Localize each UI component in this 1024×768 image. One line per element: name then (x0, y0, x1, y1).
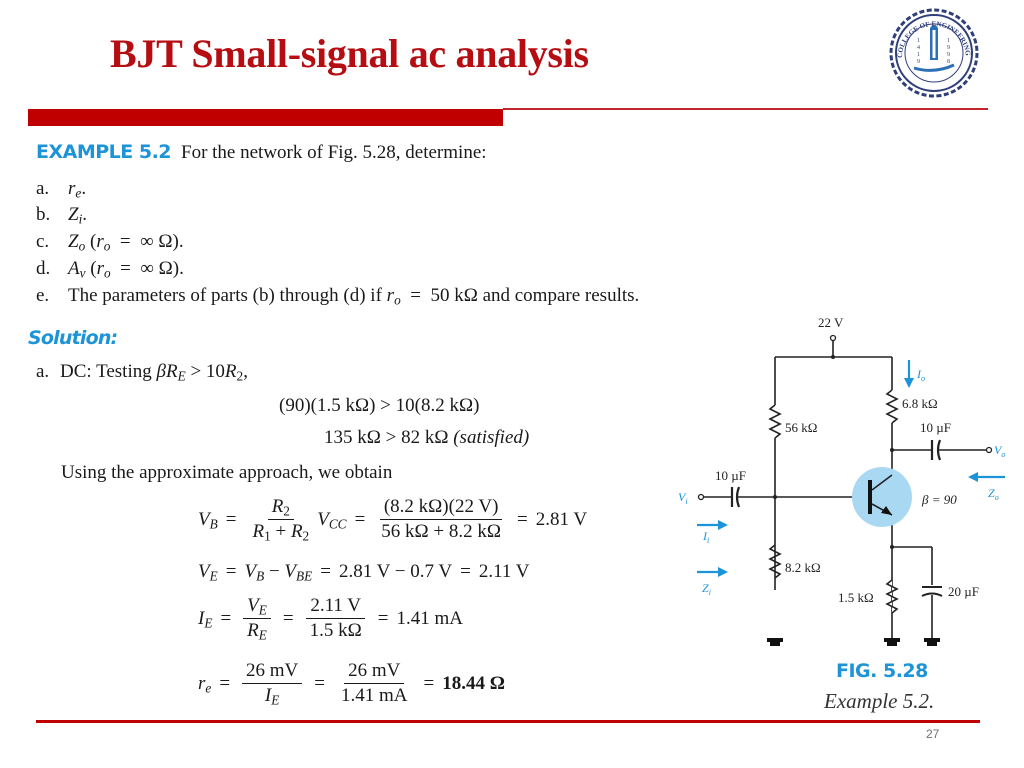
svg-text:10 µF: 10 µF (920, 420, 951, 435)
footer-rule (36, 720, 980, 723)
college-logo: 1 4 1 9 1 9 9 8 COLLEGE OF ENGINEERING (887, 8, 982, 98)
svg-text:Zi: Zi (702, 581, 711, 597)
svg-text:Vo: Vo (994, 443, 1005, 459)
svg-text:Io: Io (916, 367, 925, 383)
header-rule-thin (503, 108, 988, 110)
check-line-2: 135 kΩ > 82 kΩ (satisfied) (324, 427, 530, 448)
example-label: EXAMPLE 5.2 (36, 141, 172, 163)
page-number: 27 (926, 727, 940, 741)
check-line-1: (90)(1.5 kΩ) > 10(8.2 kΩ) (279, 395, 480, 416)
svg-text:β = 90: β = 90 (921, 492, 957, 507)
svg-text:4: 4 (917, 45, 920, 51)
svg-text:Ii: Ii (702, 529, 709, 545)
example-item-c: c.Zo (ro = ∞ Ω). (36, 231, 184, 254)
transistor-highlight (852, 467, 912, 527)
svg-text:10 µF: 10 µF (715, 468, 746, 483)
figure-label: FIG. 5.28 (836, 660, 928, 682)
svg-text:Vi: Vi (678, 490, 688, 506)
figure-caption: Example 5.2. (824, 689, 935, 713)
header-rule-thick (28, 109, 503, 126)
svg-text:8.2 kΩ: 8.2 kΩ (785, 560, 821, 575)
approach-text: Using the approximate approach, we obtai… (61, 462, 393, 483)
svg-text:1.5 kΩ: 1.5 kΩ (838, 590, 874, 605)
example-item-a: a.re. (36, 178, 87, 201)
svg-text:Zo: Zo (988, 486, 999, 502)
example-item-d: d.Av (ro = ∞ Ω). (36, 258, 184, 281)
svg-text:9: 9 (917, 59, 920, 65)
svg-text:8: 8 (947, 59, 950, 65)
svg-text:22 V: 22 V (818, 315, 844, 330)
svg-text:20 µF: 20 µF (948, 584, 979, 599)
example-item-b: b.Zi. (36, 204, 88, 227)
circuit-diagram: 22 V 56 kΩ 8.2 kΩ 6.8 kΩ 1.5 kΩ 10 µF 10… (678, 315, 1005, 646)
slide-title: BJT Small-signal ac analysis (110, 31, 589, 76)
svg-text:6.8 kΩ: 6.8 kΩ (902, 396, 938, 411)
ground-icon (767, 638, 940, 646)
example-prompt: For the network of Fig. 5.28, determine: (181, 142, 487, 163)
equation-ve: VE= VB − VBE= 2.81 V − 0.7 V=2.11 V (198, 561, 530, 584)
svg-text:9: 9 (947, 52, 950, 58)
svg-text:56 kΩ: 56 kΩ (785, 420, 817, 435)
part-a-intro: a.DC: Testing βRE > 10R2, (36, 361, 248, 384)
solution-heading: Solution: (28, 327, 118, 349)
svg-text:9: 9 (947, 45, 950, 51)
svg-text:1: 1 (947, 38, 950, 44)
college-of-engineering-seal-icon: 1 4 1 9 1 9 9 8 COLLEGE OF ENGINEERING (889, 8, 979, 98)
svg-text:1: 1 (917, 52, 920, 58)
svg-text:1: 1 (917, 38, 920, 44)
example-item-e: e.The parameters of parts (b) through (d… (36, 285, 640, 308)
